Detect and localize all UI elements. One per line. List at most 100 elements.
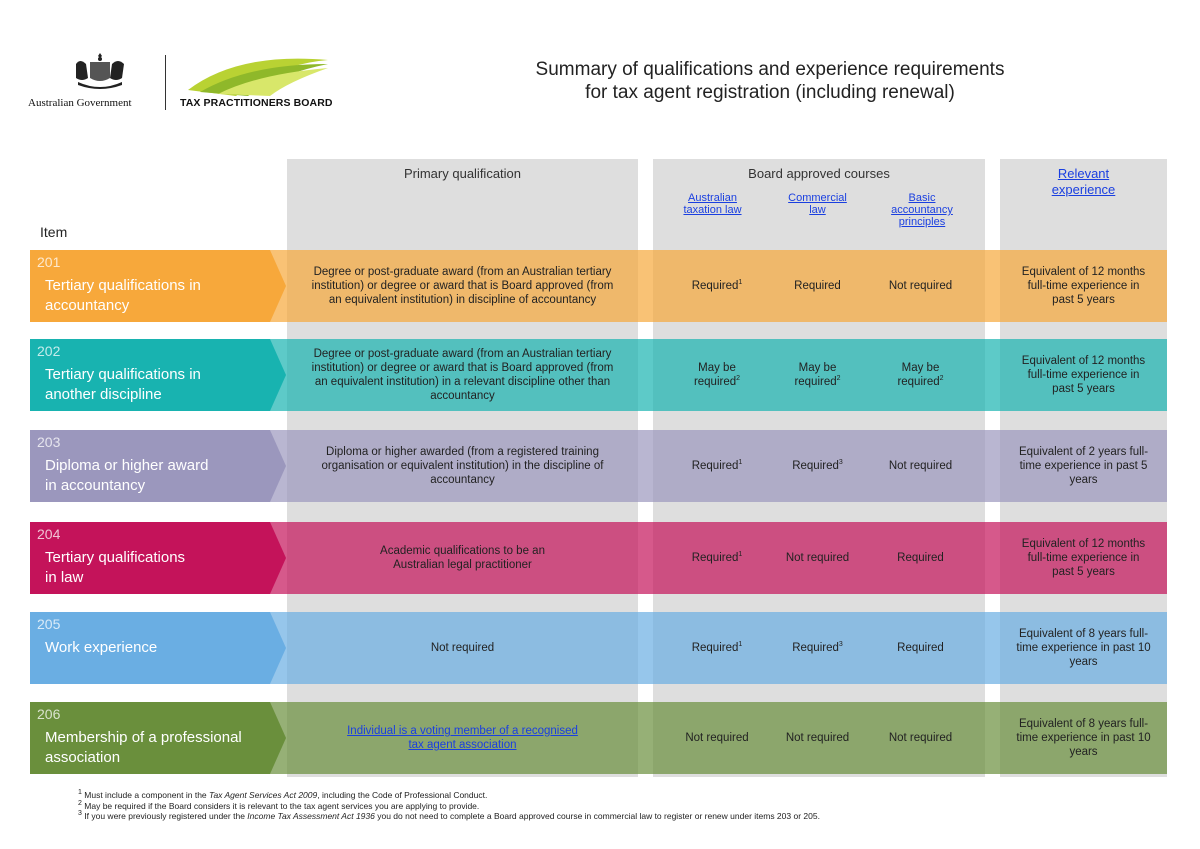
row-title-line2: in law <box>45 569 84 586</box>
primary-line-3: an equivalent institution) in discipline… <box>328 294 597 306</box>
commercial-law-link[interactable]: Commercial law <box>770 192 865 216</box>
course1-line1: Australian <box>688 192 737 204</box>
experience-line-2: full-time experience in <box>1027 552 1140 564</box>
footnote-3-text-end: you do not need to complete a Board appr… <box>374 811 820 821</box>
primary-line-2: organisation or equivalent institution) … <box>321 460 604 472</box>
commercial-law-cell-line1: Required3 <box>792 459 843 473</box>
commercial-law-cell: Not required <box>770 522 865 594</box>
basic-accountancy-principles-link[interactable]: Basic accountancy principles <box>872 192 972 228</box>
australian-taxation-law-cell-value: Required <box>691 460 739 472</box>
row-title-line1: Tertiary qualifications in <box>45 277 201 294</box>
australian-taxation-law-cell-value: Required <box>691 552 739 564</box>
footnotes: 1 Must include a component in the Tax Ag… <box>78 789 820 822</box>
australian-taxation-law-cell-line1: Not required <box>685 731 748 745</box>
basic-accountancy-cell-value: Not required <box>888 732 953 744</box>
primary-qualification-cell: Diploma or higher awarded (from a regist… <box>287 430 638 502</box>
row-title-line1: Tertiary qualifications <box>45 549 186 566</box>
course3-line1: Basic <box>908 192 936 204</box>
experience-line2: experience <box>1051 182 1116 197</box>
experience-line-3: years <box>1069 656 1098 668</box>
row-arrow-shape <box>30 522 286 594</box>
australian-taxation-law-cell: Required1 <box>663 522 771 594</box>
relevant-experience-link[interactable]: Relevant experience <box>1000 166 1167 198</box>
course1-line2: taxation law <box>683 204 742 216</box>
row-title: Tertiary qualifications in law <box>45 548 265 588</box>
row-arrow-204 <box>30 522 286 594</box>
primary-line-4: accountancy <box>430 390 495 402</box>
australian-taxation-law-cell-line2: required2 <box>694 375 740 389</box>
course2-line2: law <box>809 204 826 216</box>
row-number: 206 <box>37 706 60 722</box>
footnote-1-marker: 1 <box>78 789 82 797</box>
row-number-text: 201 <box>37 254 61 270</box>
commercial-law-cell-footnote: 2 <box>836 375 841 383</box>
primary-line-2: institution) or degree or award that is … <box>311 362 614 374</box>
basic-accountancy-cell: Not required <box>868 702 973 774</box>
course2-line1: Commercial <box>788 192 847 204</box>
row-title-line1: Work experience <box>45 639 158 656</box>
australian-taxation-law-cell-value: Not required <box>685 732 749 744</box>
footnote-3-text: If you were previously registered under … <box>84 811 248 821</box>
experience-line-1: Equivalent of 8 years full- <box>1018 718 1149 730</box>
page-title: Summary of qualifications and experience… <box>470 58 1070 104</box>
commercial-law-cell-line1: Not required <box>786 731 849 745</box>
row-arrow-shape <box>30 702 286 774</box>
primary-line-3: accountancy <box>430 474 495 486</box>
basic-accountancy-cell-line1: Required <box>897 551 944 565</box>
australian-taxation-law-cell-line1: May be <box>698 361 736 375</box>
primary-line-1: Degree or post-graduate award (from an A… <box>313 348 612 360</box>
experience-line-2: time experience in past 10 <box>1016 642 1151 654</box>
row-number: 202 <box>37 343 60 359</box>
row-number: 201 <box>37 254 60 270</box>
australian-taxation-law-cell-footnote: 1 <box>738 279 743 287</box>
primary-line-2: Australian legal practitioner <box>393 559 532 571</box>
commercial-law-cell-value: Not required <box>785 552 850 564</box>
title-line-2: for tax agent registration (including re… <box>585 82 955 103</box>
row-number: 204 <box>37 526 60 542</box>
basic-accountancy-cell-line1: Not required <box>889 279 952 293</box>
row-arrow-shape <box>30 339 286 411</box>
australian-government-crest <box>52 52 162 112</box>
primary-qualification-cell: Not required <box>287 612 638 684</box>
primary-line-1: Academic qualifications to be an <box>380 545 545 557</box>
row-arrow-206 <box>30 702 286 774</box>
experience-line-1: Equivalent of 8 years full- <box>1018 628 1149 640</box>
basic-accountancy-cell-line1: Not required <box>889 459 952 473</box>
commercial-law-cell-value: Required <box>792 460 839 472</box>
australian-taxation-law-cell-line1: Required1 <box>692 641 743 655</box>
row-number-text: 205 <box>37 616 61 632</box>
primary-line-1: Not required <box>430 642 495 654</box>
commercial-law-cell-value: Not required <box>785 732 850 744</box>
experience-line-1: Equivalent of 2 years full- <box>1018 446 1149 458</box>
row-number-text: 204 <box>37 526 61 542</box>
australian-taxation-law-cell-line1: Required1 <box>692 551 743 565</box>
logo-divider <box>165 55 166 110</box>
experience-line-3: past 5 years <box>1052 294 1115 306</box>
footnote-2: 2 May be required if the Board considers… <box>78 800 820 812</box>
row-arrow-shape <box>30 430 286 502</box>
basic-accountancy-cell-line1: May be <box>902 361 940 375</box>
australian-taxation-law-cell: Required1 <box>663 612 771 684</box>
australian-taxation-law-cell-value: May be <box>698 362 736 374</box>
footnote-2-text: May be required if the Board considers i… <box>84 800 480 811</box>
australian-taxation-law-cell-value: Required <box>691 642 739 654</box>
board-courses-header: Board approved courses <box>748 166 890 181</box>
footnote-3-marker: 3 <box>78 810 82 818</box>
experience-line1: Relevant <box>1057 166 1110 181</box>
coat-of-arms-icon <box>76 53 124 89</box>
australian-taxation-law-cell-footnote: 2 <box>736 375 741 383</box>
primary-line-2: tax agent association <box>408 739 517 751</box>
primary-qualification-cell[interactable]: Individual is a voting member of a recog… <box>287 702 638 774</box>
course3-line2: accountancy <box>891 204 953 216</box>
experience-line-1: Equivalent of 12 months <box>1021 266 1146 278</box>
row-title-line2: association <box>45 749 121 766</box>
australian-taxation-law-link[interactable]: Australian taxation law <box>665 192 760 216</box>
commercial-law-cell: Required3 <box>770 612 865 684</box>
primary-line-3: an equivalent institution) in a relevant… <box>314 376 611 388</box>
commercial-law-cell: Required <box>770 250 865 322</box>
